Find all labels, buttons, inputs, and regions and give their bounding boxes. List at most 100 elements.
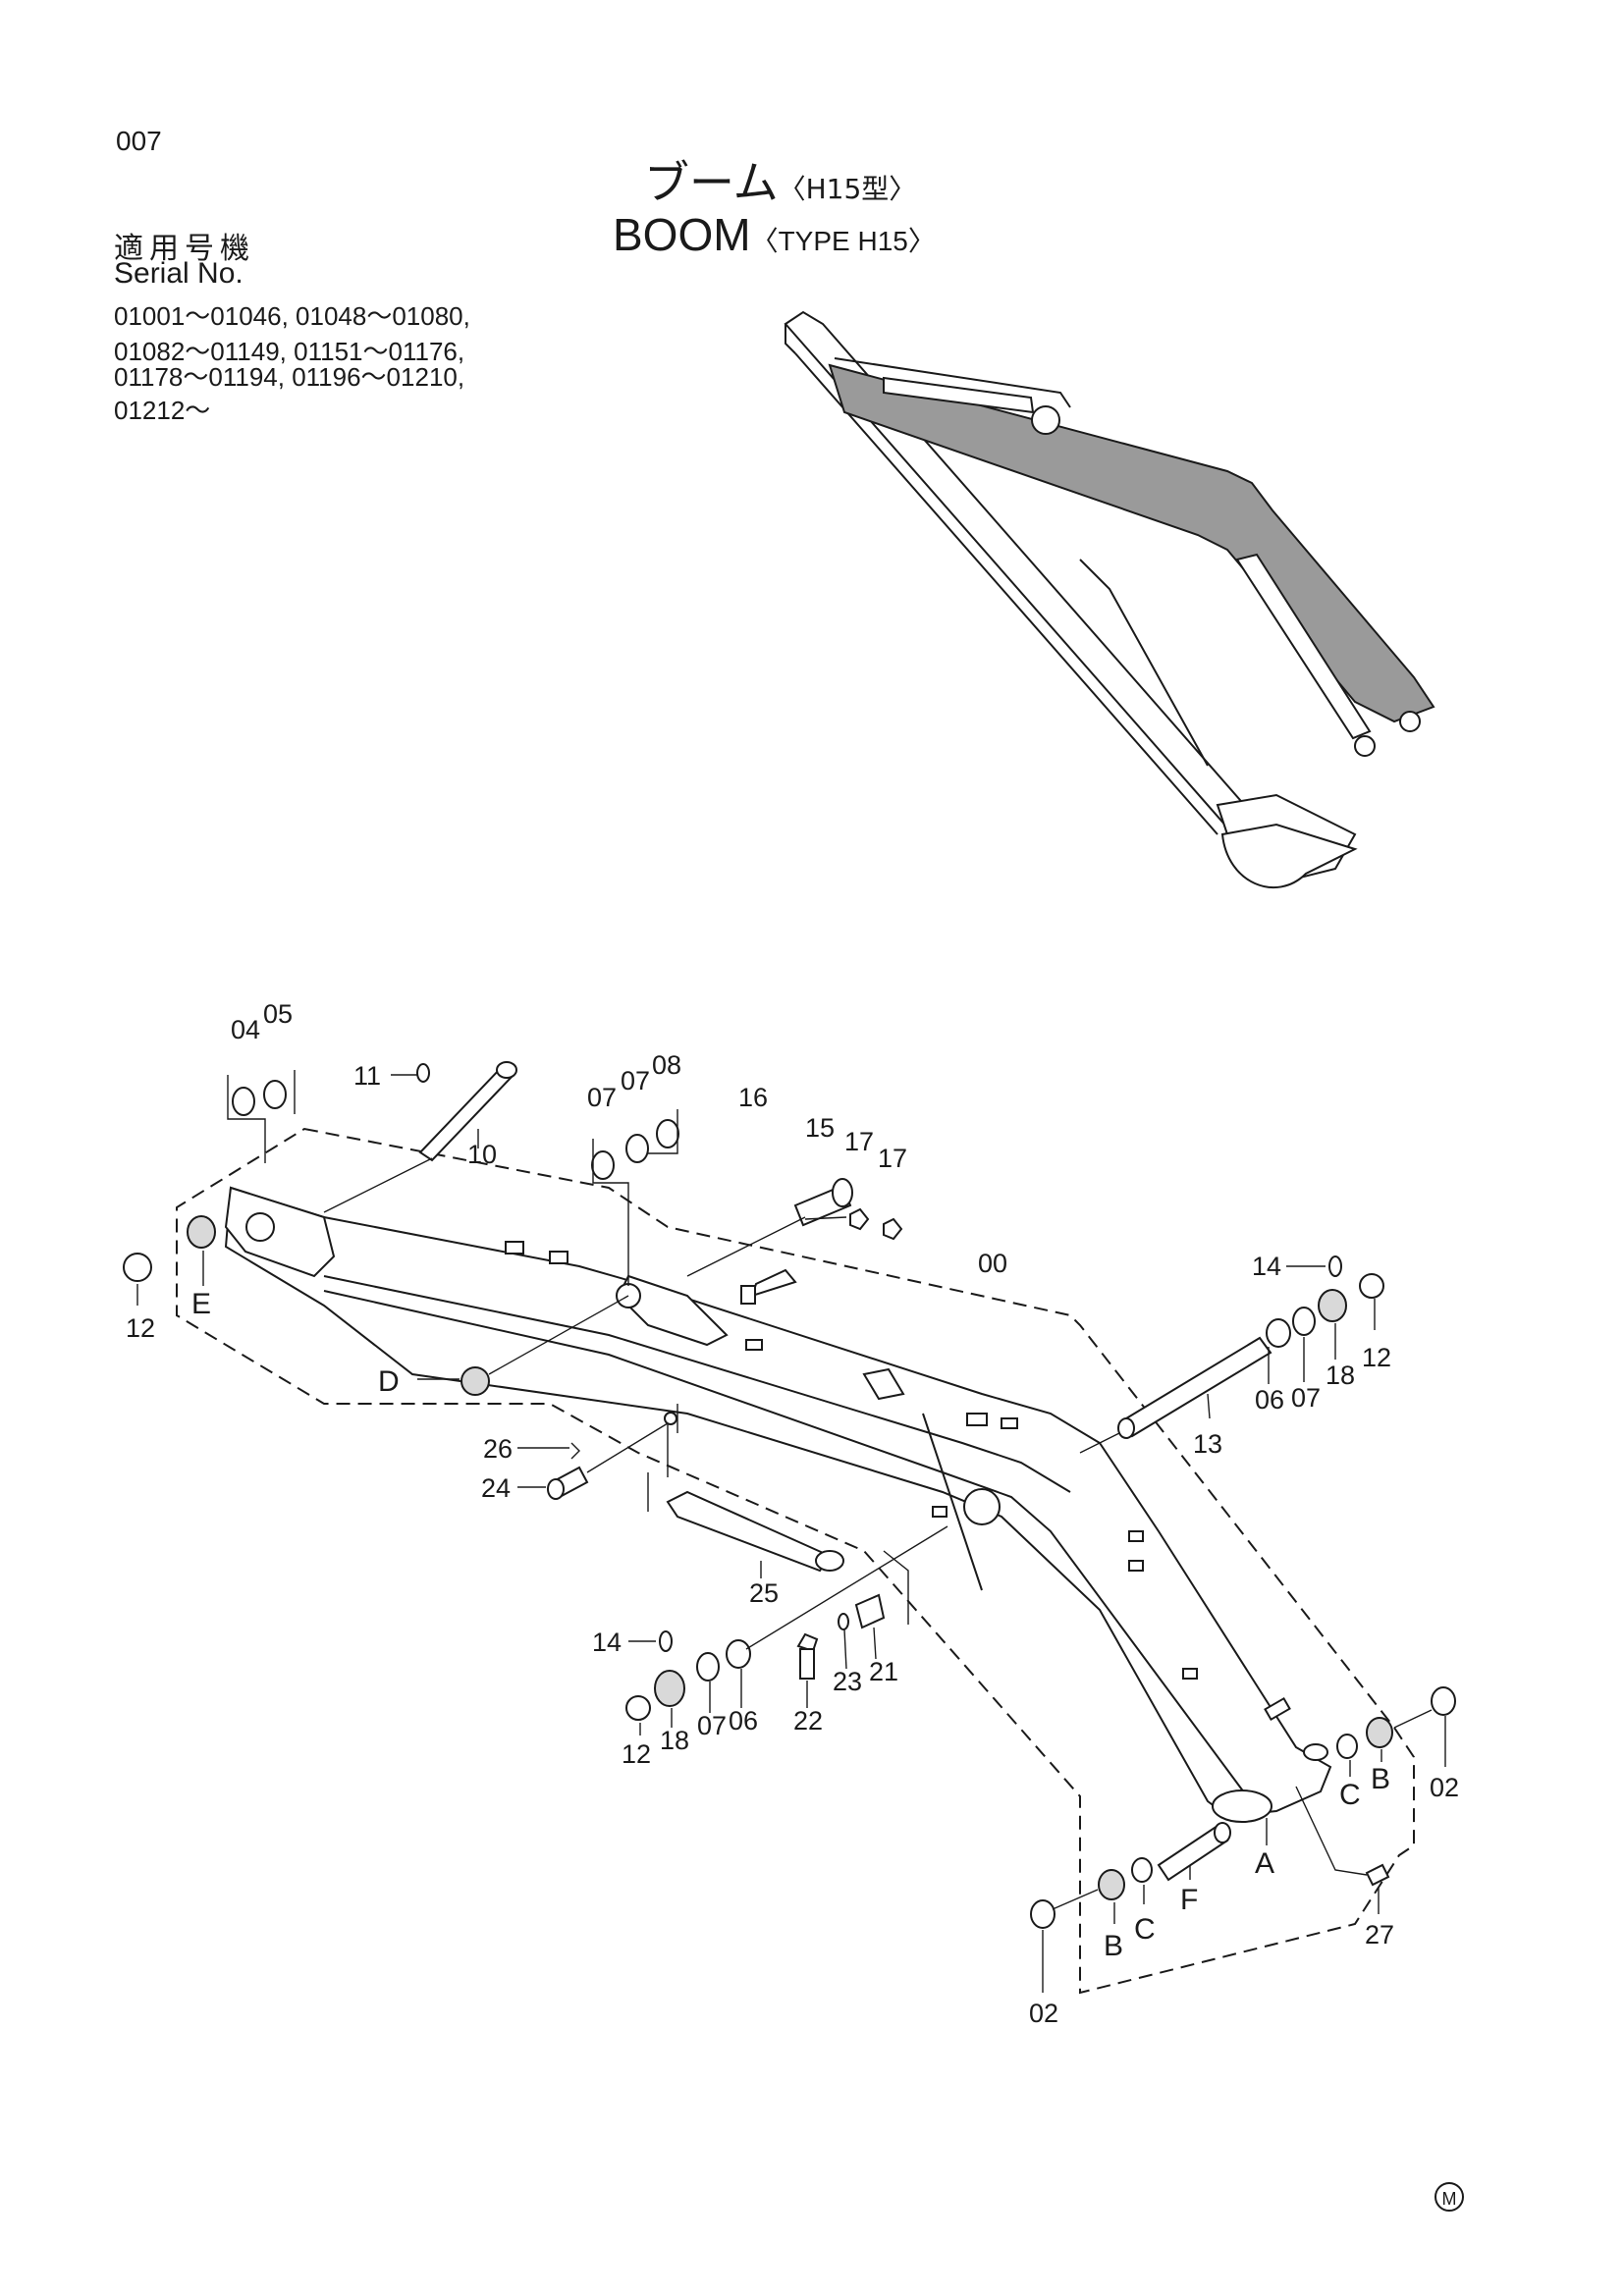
- callout-B-a: B: [1371, 1763, 1390, 1795]
- boom-foot-upper-pin-group: [1079, 1255, 1384, 1454]
- part-27-grease-fitting: [1365, 1863, 1390, 1887]
- callout-17-b: 17: [878, 1144, 907, 1173]
- callout-07-c: 07: [1291, 1383, 1321, 1413]
- callout-05: 05: [263, 999, 293, 1029]
- boom-cylinder-foot: [1354, 735, 1376, 757]
- callout-18-b: 18: [660, 1726, 689, 1755]
- boom-foot-pin-group: [1266, 1686, 1456, 1914]
- callout-06-b: 06: [729, 1706, 758, 1735]
- title-jp-type: 〈H15型〉: [778, 173, 917, 205]
- lower-middle-pin-group: [625, 1525, 948, 1735]
- callout-06-a: 06: [1255, 1385, 1284, 1415]
- pin-15-nut-axis: [804, 1216, 847, 1220]
- part-25-cylinder: [666, 1490, 832, 1573]
- callout-12-b: 12: [126, 1313, 155, 1343]
- part-13-pin: [1119, 1336, 1272, 1438]
- serial-label-english: Serial No.: [114, 257, 244, 290]
- callout-02-a: 02: [1430, 1773, 1459, 1802]
- callout-B-b: B: [1104, 1930, 1123, 1962]
- title-en-text: BOOM: [613, 209, 751, 260]
- callout-07-d: 07: [697, 1711, 727, 1740]
- callout-23: 23: [833, 1667, 862, 1696]
- foot-pin-axis-left: [1052, 1889, 1099, 1910]
- boom-body: [828, 363, 1435, 723]
- callout-24: 24: [481, 1473, 511, 1503]
- callout-A: A: [1255, 1847, 1274, 1880]
- maker-mark-circle: [1435, 2182, 1464, 2212]
- part-25-cylinder-eye: [815, 1550, 844, 1572]
- part-02-cap-a: [1431, 1686, 1456, 1716]
- arm-cylinder-pin: [1031, 405, 1060, 435]
- part-10-pin: [418, 1066, 514, 1162]
- title-en-type: 〈TYPE H15〉: [750, 226, 936, 256]
- part-06-shim-b: [726, 1639, 751, 1669]
- serial-range-line-2: 01082～01149, 01151～01176,: [114, 337, 465, 366]
- boom-head-pin-group: [227, 1061, 517, 1213]
- part-B-bushing-a: [1366, 1717, 1393, 1748]
- part-11-plug: [416, 1063, 430, 1083]
- part-04-shim: [232, 1087, 255, 1116]
- callout-22: 22: [793, 1706, 823, 1735]
- callout-E: E: [191, 1288, 211, 1320]
- callout-27: 27: [1365, 1920, 1394, 1949]
- grease-nipple-block: [1264, 1696, 1291, 1722]
- boom-cylinder-bore: [963, 1488, 1001, 1525]
- callout-D: D: [378, 1365, 400, 1398]
- boom-foot-boss: [1212, 1789, 1272, 1823]
- callout-10: 10: [467, 1140, 497, 1169]
- boom-weldment: [224, 1186, 1332, 1823]
- boom-head-bore: [245, 1212, 275, 1242]
- boom-cylinder: [1235, 553, 1372, 740]
- callout-labels: 04 05 11 10 07 07 08 16 15 17 17 00 14 0…: [126, 999, 1459, 2028]
- boom-body-outline: [224, 1186, 1332, 1818]
- part-08-shim: [656, 1119, 679, 1148]
- callout-14-b: 14: [592, 1628, 622, 1657]
- serial-label-japanese: 適用号機: [114, 232, 255, 266]
- callout-12-c: 12: [622, 1739, 651, 1769]
- arm-cylinder: [883, 376, 1035, 414]
- pipe-clamp-6: [1128, 1560, 1144, 1572]
- callout-07-b: 07: [621, 1066, 650, 1095]
- callout-02-b: 02: [1029, 1999, 1058, 2028]
- part-E-bushing: [187, 1215, 216, 1249]
- part-06-shim-a: [1266, 1318, 1291, 1348]
- callout-14-a: 14: [1252, 1252, 1281, 1281]
- callout-11: 11: [353, 1061, 381, 1091]
- boom-foot-pin: [1399, 711, 1421, 732]
- pipe-clamp-1: [505, 1241, 524, 1255]
- part-12-snap-ring-left: [123, 1253, 152, 1282]
- pipe-clamp-5: [1128, 1530, 1144, 1542]
- part-14-plug-a: [1328, 1255, 1342, 1277]
- part-07-shim-b: [625, 1134, 649, 1163]
- callout-17-a: 17: [844, 1127, 874, 1156]
- serial-range-line-1: 01001～01046, 01048～01080,: [114, 301, 470, 331]
- part-C-seal-a: [1336, 1734, 1358, 1759]
- assembly-boundary: [176, 1127, 1415, 1995]
- pin-24-axis: [586, 1422, 669, 1473]
- boom-foot-pin-lower-group: [1030, 1822, 1231, 1993]
- part-F-pin-end: [1214, 1822, 1231, 1843]
- pin-axis-D: [488, 1295, 629, 1375]
- part-07-shim-d: [696, 1652, 720, 1682]
- boom-foot-boss-end: [1303, 1743, 1328, 1761]
- part-C-seal-b: [1131, 1857, 1153, 1883]
- maker-mark-letter: M: [1442, 2189, 1457, 2209]
- callout-C-a: C: [1339, 1779, 1361, 1811]
- part-07-shim-c: [1292, 1307, 1316, 1336]
- pipe-clamp-7: [1182, 1668, 1198, 1680]
- callout-18-a: 18: [1326, 1361, 1355, 1390]
- page-number: 007: [116, 126, 162, 156]
- part-26-pin: [517, 1442, 580, 1460]
- pin-15-group: [686, 1178, 903, 1305]
- boom-head-bracket: [224, 1186, 336, 1278]
- part-21-leader: [873, 1627, 877, 1660]
- page-title-japanese: ブーム〈H15型〉: [644, 147, 916, 212]
- bucket-cylinder-line: [1079, 559, 1209, 767]
- boom-upper-edge: [323, 1275, 1071, 1493]
- part-21-bracket-line: [883, 1550, 909, 1625]
- pipe-clamp-3: [966, 1413, 988, 1426]
- part-D-bushing: [460, 1366, 490, 1396]
- part-24-pin-head: [547, 1478, 565, 1500]
- part-07-shim-a: [591, 1150, 615, 1180]
